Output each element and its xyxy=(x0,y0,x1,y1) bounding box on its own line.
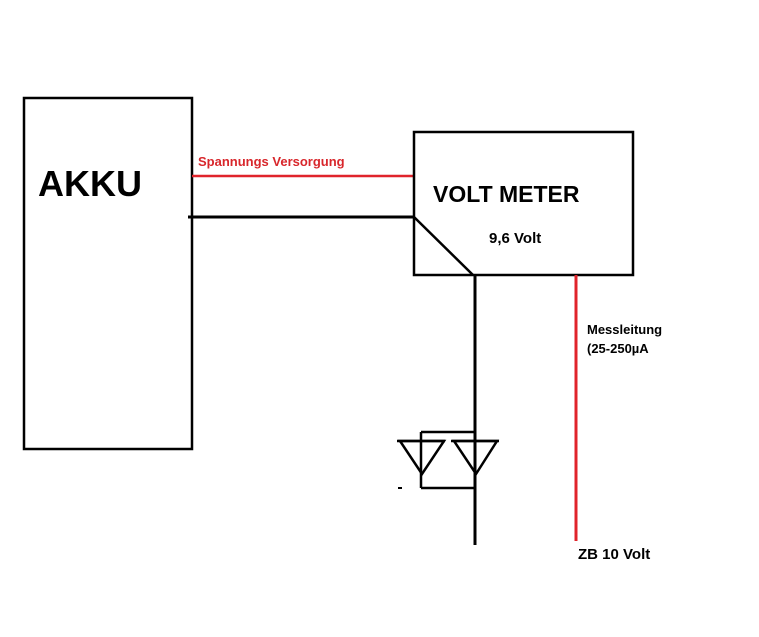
diode-right xyxy=(451,439,500,477)
internal-diagonal-wire xyxy=(413,216,474,276)
volt-meter-reading: 9,6 Volt xyxy=(489,230,541,247)
battery-box xyxy=(22,96,194,451)
measure-line-range: (25-250µA xyxy=(587,341,649,356)
target-voltage-label: ZB 10 Volt xyxy=(578,546,650,563)
supply-label: Spannungs Versorgung xyxy=(198,154,345,169)
measure-line-label: Messleitung xyxy=(587,322,662,337)
battery-label: AKKU xyxy=(38,163,142,204)
diode-left xyxy=(397,432,447,488)
volt-meter-box xyxy=(412,130,635,277)
volt-meter-title: VOLT METER xyxy=(433,181,580,207)
